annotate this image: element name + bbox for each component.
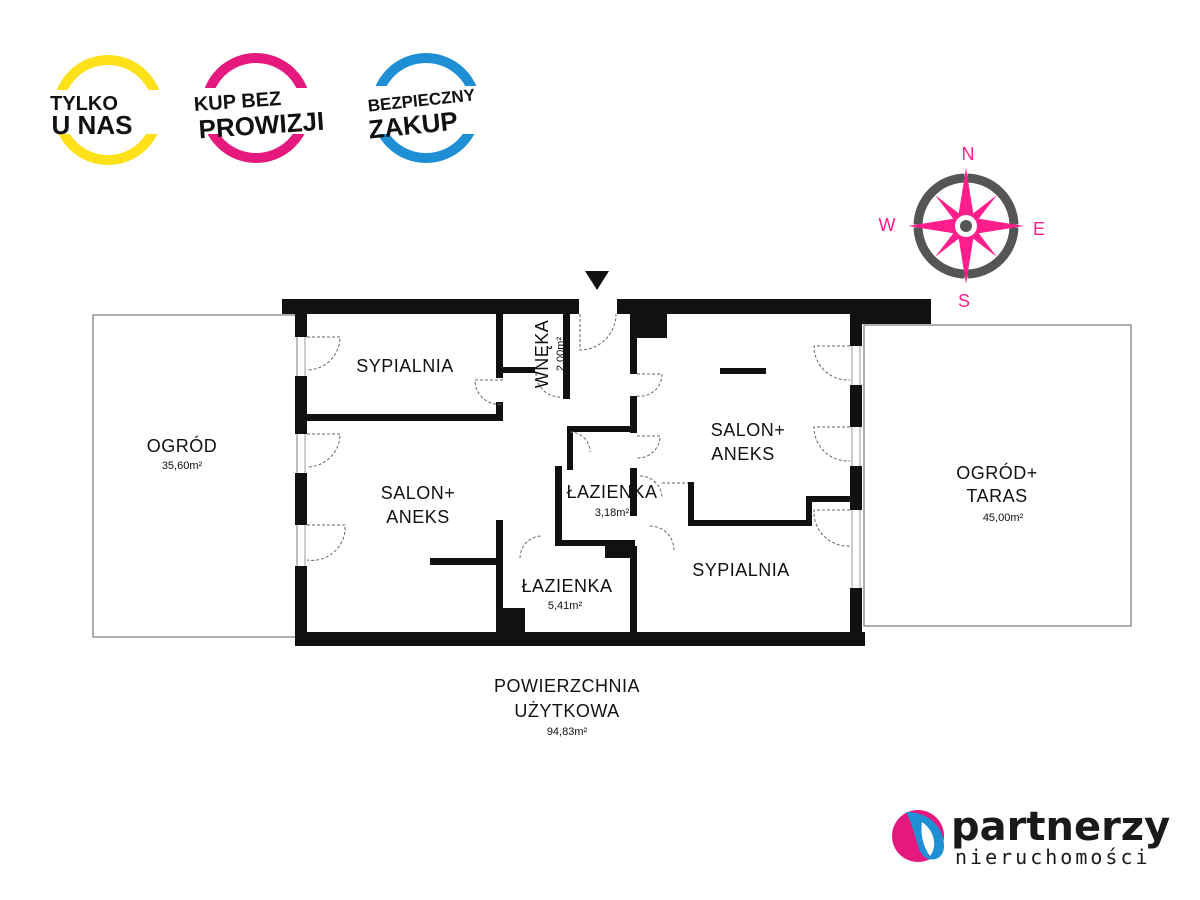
badge-tylko-u-nas: TYLKO U NAS [48,55,168,165]
alcove-area: 2,00m² [555,337,567,372]
compass-east-label: E [1033,219,1045,239]
walls [282,299,931,646]
brand-name: partnerzy [951,804,1170,850]
garden-left-outline [92,314,298,638]
garden-right-line2: TARAS [966,486,1027,506]
living-right-line1: SALON+ [711,420,786,440]
entrance-arrow-icon [585,271,609,290]
door-swings [306,313,851,561]
bathroom-small-name: ŁAZIENKA [566,482,657,502]
living-left-line1: SALON+ [381,483,456,503]
compass-north-label: N [962,144,975,164]
garden-right-outline [863,324,1132,627]
brand-drop-icon [892,810,944,862]
windows [296,337,861,588]
badge-line1: TYLKO [50,93,118,115]
badge-bezpieczny-zakup: BEZPIECZNY ZAKUP [356,53,488,163]
bedroom-bottom-right-name: SYPIALNIA [692,560,790,580]
compass-rose-icon [908,168,1024,284]
badge-kup-bez-prowizji: KUP BEZ PROWIZJI [186,53,336,163]
usable-area-line2: UŻYTKOWA [514,701,619,721]
usable-area-line1: POWIERZCHNIA [494,676,640,696]
badge-line2: U NAS [52,110,133,140]
compass-south-label: S [958,291,970,311]
brand-tagline: nieruchomości [955,845,1151,869]
bathroom-bottom-area: 5,41m² [548,600,583,612]
usable-area-value: 94,83m² [547,726,588,738]
brand-logo: partnerzy nieruchomości [892,804,1170,869]
living-left-line2: ANEKS [386,507,450,527]
bathroom-bottom-name: ŁAZIENKA [521,576,612,596]
garden-left-name: OGRÓD [147,435,218,456]
garden-right-line1: OGRÓD+ [956,462,1038,483]
bedroom-top-left-name: SYPIALNIA [356,356,454,376]
compass-west-label: W [879,215,896,235]
garden-left-area: 35,60m² [162,460,203,472]
living-right-line2: ANEKS [711,444,775,464]
garden-right-area: 45,00m² [983,512,1024,524]
alcove-name: WNĘKA [532,320,552,389]
bathroom-small-area: 3,18m² [595,507,630,519]
